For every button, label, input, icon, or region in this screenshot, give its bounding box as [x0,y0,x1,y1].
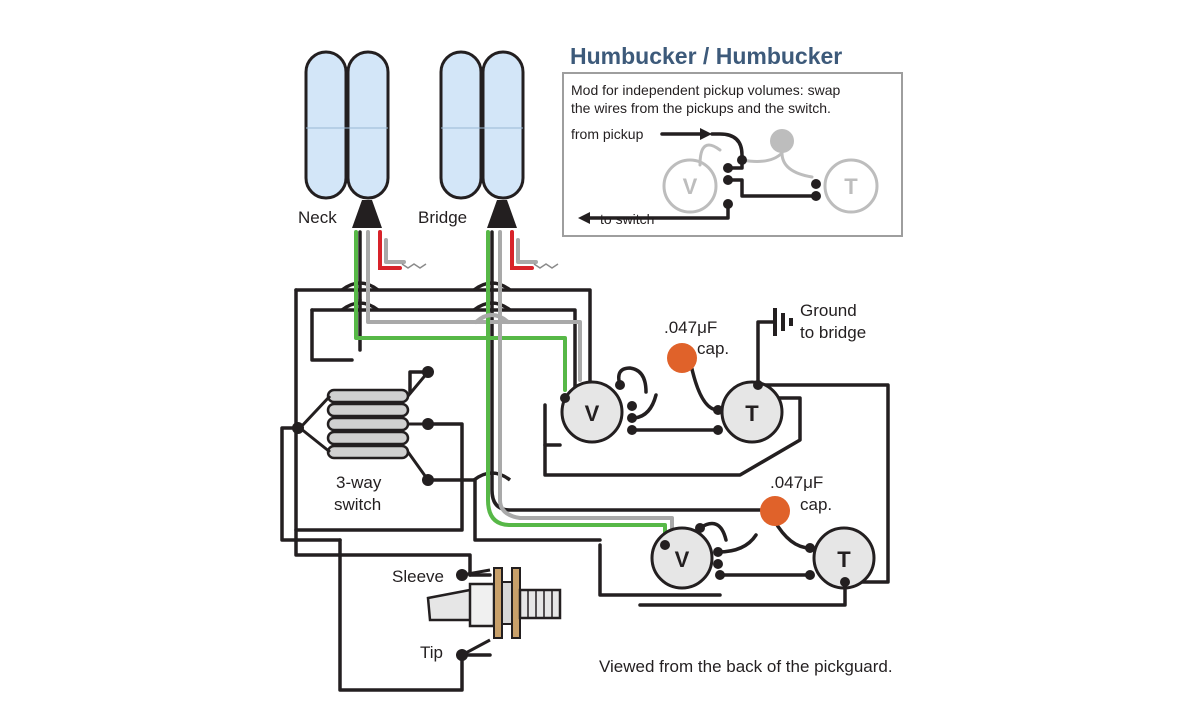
inset-capacitor [770,129,794,153]
bridge-pickup [439,50,525,228]
inset-tone-symbol: T [844,174,858,199]
bridge-volume-pot [650,523,725,590]
bridge-label: Bridge [418,208,467,227]
inset-grey-loop [698,143,722,167]
ground-wiring [280,230,890,692]
ground-label: Ground to bridge [800,301,866,342]
inset-arrow-right [700,128,712,140]
neck-volume-symbol: V [585,401,600,426]
neck-cap-label: .047μF cap. [664,318,729,358]
neck-tone-capacitor [667,343,697,373]
bridge-volume-symbol: V [675,547,690,572]
inset-mod-panel: Mod for independent pickup volumes: swap… [562,72,903,237]
lead-terminals [401,263,559,269]
inset-description: Mod for independent pickup volumes: swap… [571,82,844,116]
switch-label: 3-way switch [334,473,386,514]
neck-label: Neck [298,208,337,227]
jack-tip-label: Tip [420,643,443,662]
neck-tone-pot [713,380,784,444]
inset-to-switch-label: to switch [600,211,654,227]
inset-arrow-left [578,212,590,224]
neck-coil-right [346,50,390,200]
pickup-leads [354,230,674,547]
jack-sleeve-label: Sleeve [392,567,444,586]
inset-wire-pickup [710,132,744,170]
inset-cap-lead [780,151,814,179]
inset-tone-pot [823,158,879,214]
neck-coil-left [304,50,348,200]
bridge-tone-capacitor [760,496,790,526]
inset-from-pickup-label: from pickup [571,126,644,142]
bridge-tone-symbol: T [837,547,851,572]
bridge-coil-left [439,50,483,200]
output-jack [426,567,562,661]
crossing-hops [340,281,512,482]
inset-wire-tone [726,178,818,198]
neck-tone-symbol: T [745,401,759,426]
footer-note: Viewed from the back of the pickguard. [599,657,893,676]
neck-cable-sheath [352,200,382,228]
diagram-title: Humbucker / Humbucker [570,43,842,69]
bridge-cable-sheath [487,200,517,228]
inset-volume-symbol: V [683,174,698,199]
bridge-tone-pot [805,526,876,590]
neck-pickup [304,50,390,228]
inset-volume-pot [662,158,718,214]
three-way-switch [292,366,434,486]
bridge-coil-right [481,50,525,200]
neck-volume-pot [560,380,637,444]
bridge-cap-label: .047μF cap. [770,473,832,514]
